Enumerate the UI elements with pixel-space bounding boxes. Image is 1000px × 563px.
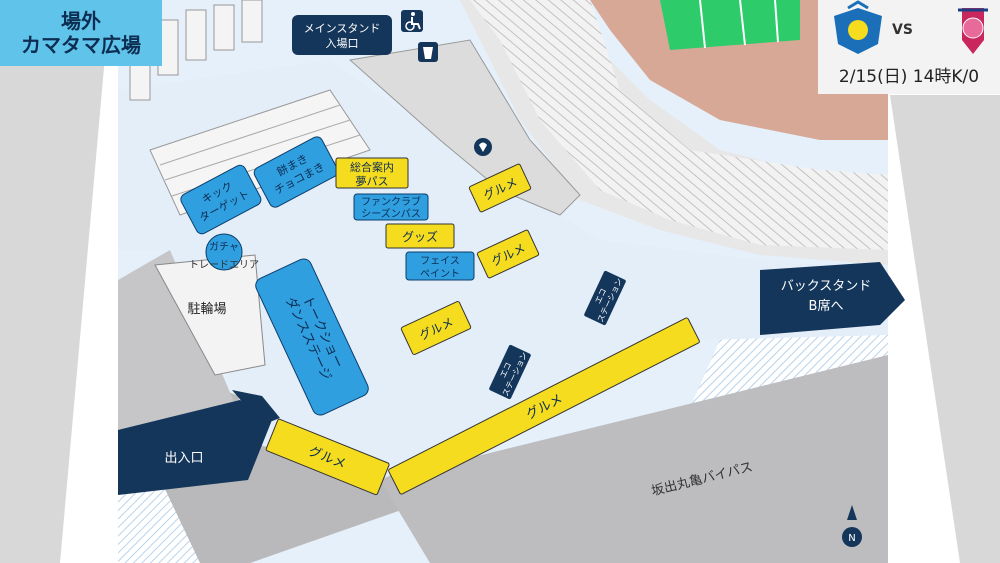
back-stand-label-2: B席へ — [809, 298, 844, 314]
parking-slot — [213, 4, 235, 51]
aed-icon — [474, 138, 492, 156]
back-stand-label-1: バックスタンド — [781, 279, 872, 294]
fanclub-label-2: シーズンパス — [361, 207, 421, 220]
info-label-2: 夢パス — [356, 175, 389, 188]
track — [590, 0, 888, 140]
main-stand-entrance-label-1: メインスタンド — [304, 22, 381, 35]
gacha-label-1: ガチャ — [209, 241, 239, 253]
drink-icon — [418, 42, 438, 62]
exit-label: 出入口 — [164, 451, 203, 466]
back-stand-arrow: バックスタンド B席へ — [760, 262, 905, 335]
match-info: VS 2/15(日) 14時K/0 — [818, 0, 1000, 94]
eco-station-1: エコ ステーション — [584, 270, 626, 326]
goods-label: グッズ — [402, 229, 438, 244]
goods-booth: グッズ — [385, 223, 455, 249]
face-paint-label-1: フェイス — [420, 256, 460, 267]
fanclub-label-1: ファンクラブ — [361, 195, 421, 208]
compass: N — [842, 505, 862, 547]
match-date: 2/15(日) 14時K/0 — [838, 67, 980, 87]
main-stand-entrance-box — [292, 15, 392, 55]
gacha-label-2: トレードエリア — [189, 260, 259, 271]
parking-slot — [185, 9, 207, 61]
bicycle-parking-label: 駐輪場 — [187, 301, 226, 317]
venue-title-line-1: 場外 — [61, 9, 101, 33]
gourmet-booth-bottom: グルメ — [265, 418, 390, 496]
face-paint-booth: フェイス ペイント — [405, 251, 475, 281]
main-stand-entrance-label-2: 入場口 — [326, 37, 359, 50]
field — [660, 0, 800, 50]
gourmet-booth-3: グルメ — [400, 301, 472, 355]
exit-arrow: 出入口 — [118, 390, 280, 495]
vs-label: VS — [892, 22, 913, 38]
team-logos — [834, 0, 988, 54]
away-team-emblem-icon — [958, 8, 988, 54]
venue-title-box: 場外 カマタマ広場 — [0, 0, 162, 66]
face-paint-label-2: ペイント — [420, 269, 460, 280]
info-booth: 総合案内 夢パス — [335, 157, 409, 189]
venue-title-line-2: カマタマ広場 — [21, 33, 141, 57]
wheelchair-icon — [401, 10, 423, 32]
gacha-booth: ガチャ トレードエリア — [189, 233, 259, 271]
outer-right-stripe — [890, 95, 1000, 563]
gourmet-booth-1: グルメ — [468, 163, 532, 213]
road-main — [380, 355, 888, 563]
fanclub-booth: ファンクラブ シーズンパス — [353, 193, 429, 221]
compass-label: N — [848, 533, 855, 544]
info-label-1: 総合案内 — [350, 160, 394, 174]
outer-left-stripe — [0, 0, 110, 563]
seating-hatch — [470, 0, 888, 250]
home-team-emblem-icon — [834, 0, 882, 54]
parking-slot — [241, 0, 263, 43]
